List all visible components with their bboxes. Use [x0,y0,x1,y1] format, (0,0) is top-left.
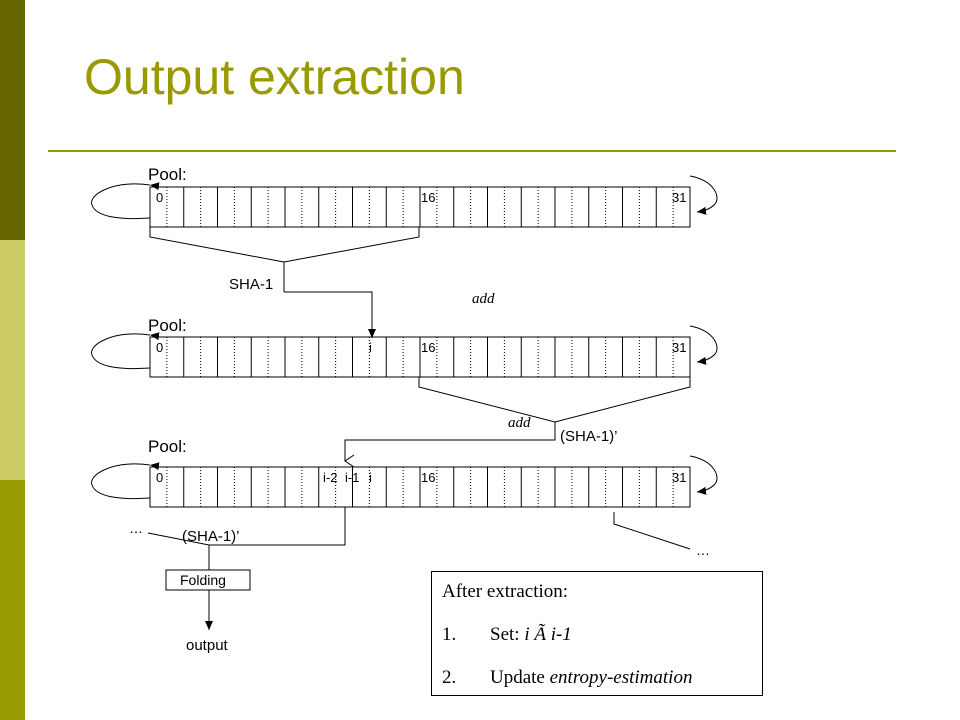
output-label: output [186,637,229,654]
pool-1-rotate-right-arrow [689,175,718,215]
sha1-prime-to-pool3-arrow [344,422,556,468]
pool-1: Pool: 0 16 31 [91,165,718,228]
info-step-2-italic: entropy-estimation [549,667,693,688]
pool-1-grid [166,187,674,227]
add-label-2: add [508,415,531,431]
pool-2-cell-i: i [369,340,372,355]
info-step-1-number: 1. [442,624,457,645]
ellipsis-right: … [696,542,710,558]
pool-2-cell-16: 16 [421,340,435,355]
add-label-1: add [472,291,495,307]
info-step-2-number: 2. [442,667,457,688]
info-step-1-italic: i Ã i-1 [524,624,572,645]
pool-3-cell-31: 31 [672,470,686,485]
pool-3-rotate-left-arrow [91,462,160,500]
info-step-1-prefix: Set: [490,624,525,645]
pool-2-rotate-right-arrow [689,325,718,365]
pool-1-rotate-left-arrow [91,182,160,220]
pool-3-cell-i: i [369,470,372,485]
pool-3-cell-16: 16 [421,470,435,485]
info-box-title: After extraction: [442,581,569,602]
slide-title: Output extraction [84,49,465,105]
sidebar-band-middle [0,240,25,480]
fold-path [147,507,346,546]
pool-2: Pool: 0 i 16 31 [91,316,718,378]
sha1-prime-label-upper: (SHA-1)’ [560,428,618,445]
folding-box [165,569,251,591]
pool-2-label: Pool: [148,316,187,335]
sidebar-band-top [0,0,25,240]
folding-label: Folding [180,572,226,588]
sha1-funnel [149,227,420,263]
pool-2-rotate-left-arrow [91,332,160,370]
pool-2-cell-31: 31 [672,340,686,355]
pool-3-cell-i-1: i-1 [345,470,359,485]
pool-1-cell-0: 0 [156,190,163,205]
pool-3-grid [166,467,674,507]
pool-1-cell-16: 16 [421,190,435,205]
pool-3-label: Pool: [148,437,187,456]
pool-1-cell-31: 31 [672,190,686,205]
sha1-label: SHA-1 [229,276,273,293]
sha1-to-pool2-arrow [284,291,376,338]
pool-2-cell-0: 0 [156,340,163,355]
title-rule [48,150,896,152]
info-step-2: 2. Update entropy-estimation [442,667,692,689]
info-step-1: 1. Set: i Ã i-1 [442,624,572,646]
info-step-2-prefix: Update [490,667,550,688]
pool-3-rotate-right-arrow [689,455,718,495]
pool-3-continue-right [613,512,691,550]
pool-3-cell-i-2: i-2 [323,470,337,485]
info-box: After extraction: 1. Set: i Ã i-1 2. Updat… [431,571,763,696]
sidebar-band-bottom [0,480,25,720]
sha1-prime-label-lower: (SHA-1)’ [182,528,240,545]
pool-3-cell-0: 0 [156,470,163,485]
pool-1-label: Pool: [148,165,187,184]
sha1-prime-funnel [418,377,691,423]
pool-2-grid [166,337,674,377]
pool-3: Pool: 0 i-2 i-1 i 16 31 [91,437,718,508]
ellipsis-left: … [129,520,143,536]
